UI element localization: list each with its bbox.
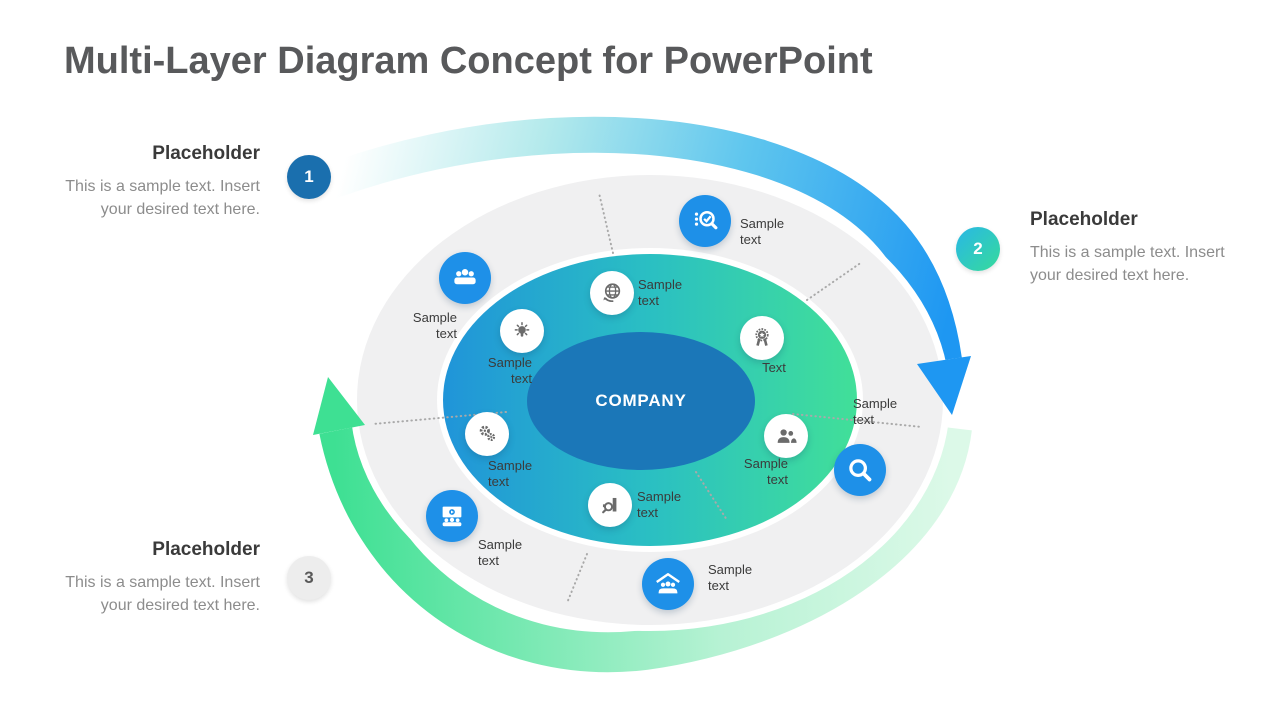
green-arrowhead: [313, 377, 365, 435]
step-number-badge-1: 1: [287, 155, 331, 199]
placeholder-heading: Placeholder: [1030, 209, 1138, 230]
chart-magnifier-icon: [588, 483, 632, 527]
team-icon: [439, 252, 491, 304]
cycle-arrow-green: [319, 424, 972, 673]
placeholder-block-2: Placeholder This is a sample text. Inser…: [1030, 209, 1250, 287]
magnifier-icon: [834, 444, 886, 496]
inner-item-label: Sample text: [488, 458, 533, 489]
video-presentation-icon: [426, 490, 478, 542]
cycle-arrow-blue: [311, 116, 962, 363]
slide-title: Multi-Layer Diagram Concept for PowerPoi…: [64, 40, 873, 82]
gears-icon: [465, 412, 509, 456]
placeholder-block-1: Placeholder This is a sample text. Inser…: [40, 143, 260, 221]
placeholder-body: This is a sample text. Insert your desir…: [1030, 244, 1225, 285]
step-number-badge-3: 3: [287, 556, 331, 600]
inner-item-label: Sample text: [743, 456, 788, 487]
inner-item-label: Sample text: [637, 489, 682, 520]
step-number: 2: [973, 239, 983, 258]
step-number: 1: [304, 167, 314, 186]
inner-item-label: Text: [762, 360, 786, 375]
step-number: 3: [304, 568, 314, 587]
step-number-badge-2: 2: [956, 227, 1000, 271]
placeholder-heading: Placeholder: [152, 143, 260, 164]
blue-arrowhead: [917, 356, 971, 415]
placeholder-body: This is a sample text. Insert your desir…: [65, 574, 260, 615]
outer-item-label: Sample text: [853, 396, 898, 427]
company-label: COMPANY: [595, 391, 687, 410]
outer-item-label: Sample text: [740, 216, 785, 247]
placeholder-block-3: Placeholder This is a sample text. Inser…: [40, 539, 260, 617]
outer-item-label: Sample text: [412, 310, 457, 341]
inner-item-label: Sample text: [487, 355, 532, 386]
globe-icon: [590, 271, 634, 315]
placeholder-body: This is a sample text. Insert your desir…: [65, 178, 260, 219]
award-icon: [740, 316, 784, 360]
placeholder-heading: Placeholder: [152, 539, 260, 560]
outer-item-label: Sample text: [478, 537, 523, 568]
company-center-shape: COMPANY: [527, 332, 755, 470]
lightbulb-icon: [500, 309, 544, 353]
outer-item-label: Sample text: [708, 562, 753, 593]
magnifier-check-icon: [679, 195, 731, 247]
inner-item-label: Sample text: [638, 277, 683, 308]
community-icon: [642, 558, 694, 610]
people-pair-icon: [764, 414, 808, 458]
